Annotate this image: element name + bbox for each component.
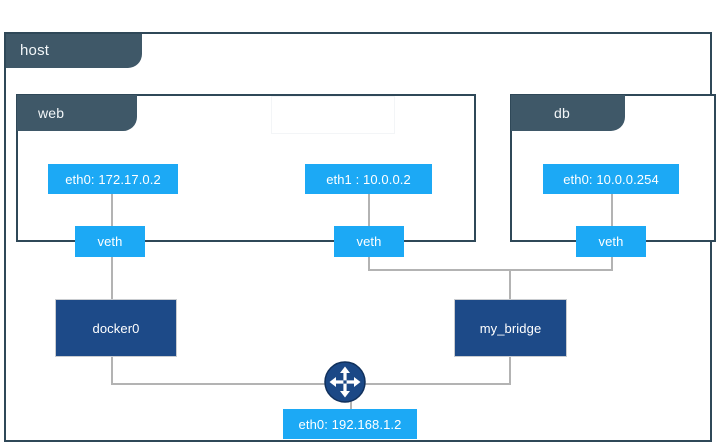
link-db-eth0-to-veth	[611, 194, 613, 226]
link-veth-db-eth0-to-bus	[611, 257, 613, 269]
link-docker0-to-bottom-bus	[111, 357, 113, 385]
interface-host-eth0[interactable]: eth0: 192.168.1.2	[283, 409, 417, 439]
link-veth-web-eth1-to-bus	[368, 257, 370, 269]
interface-db-eth0[interactable]: eth0: 10.0.0.254	[543, 164, 679, 194]
router-icon[interactable]	[324, 361, 366, 403]
veth-db-eth0[interactable]: veth	[576, 226, 646, 257]
container-web-tab	[17, 95, 137, 131]
container-web-label: web	[38, 105, 65, 121]
veth-web-eth0[interactable]: veth	[75, 226, 145, 257]
bridge-my-bridge[interactable]: my_bridge	[454, 299, 567, 357]
link-veth-to-docker0	[111, 257, 113, 299]
host-tab	[6, 34, 142, 68]
link-web-eth1-to-veth	[368, 194, 370, 226]
link-bus-down-to-my-bridge	[509, 269, 511, 299]
interface-web-eth1[interactable]: eth1 : 10.0.0.2	[305, 164, 432, 194]
link-my-bridge-to-bottom-bus	[509, 357, 511, 385]
bridge-docker0[interactable]: docker0	[55, 299, 177, 357]
ghost-rectangle-artifact	[271, 96, 395, 134]
veth-web-eth1[interactable]: veth	[334, 226, 404, 257]
interface-web-eth0[interactable]: eth0: 172.17.0.2	[48, 164, 178, 194]
host-container-frame: host web db	[4, 32, 716, 442]
link-web-eth0-to-veth	[111, 194, 113, 226]
container-db-label: db	[554, 105, 570, 121]
link-bottom-bus	[111, 383, 511, 385]
link-bus-to-my-bridge	[368, 269, 613, 271]
host-label: host	[20, 42, 50, 59]
container-db-tab	[511, 95, 625, 131]
